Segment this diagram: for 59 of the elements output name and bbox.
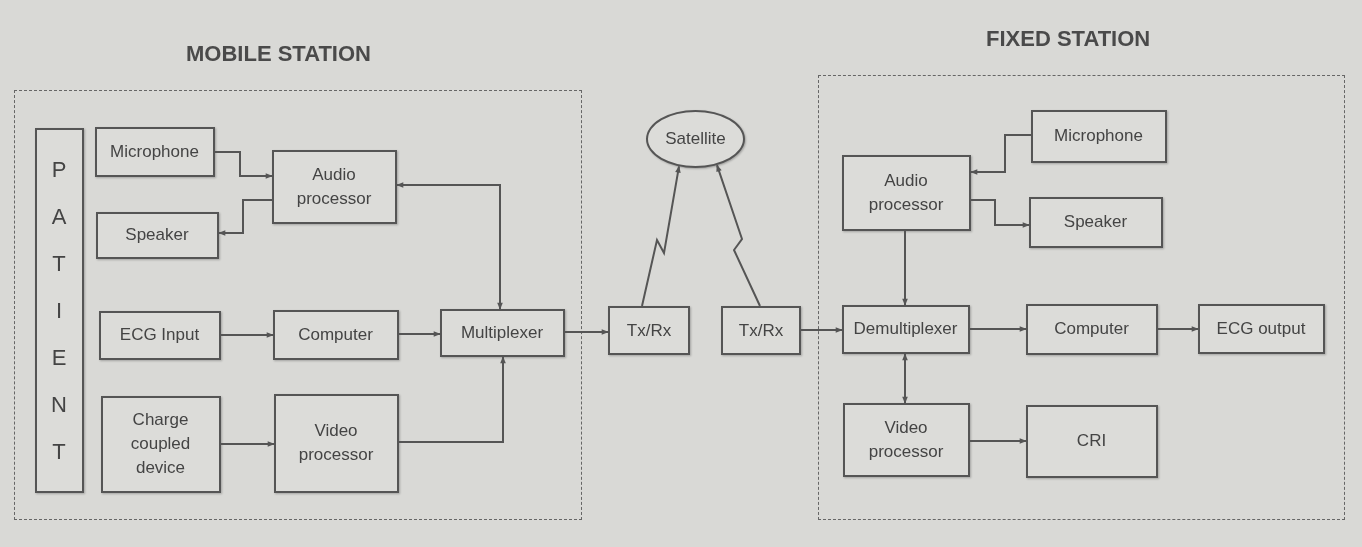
arrow (800, 327, 843, 333)
arrow (398, 331, 441, 337)
process-box (841, 154, 971, 231)
block-label: Multiplexer (459, 321, 545, 344)
block-label: Speaker (1062, 211, 1129, 234)
block-label: Tx/Rx (625, 319, 673, 342)
block-label: Microphone (1053, 125, 1144, 148)
block-label: Audio processor (867, 169, 945, 216)
arrow (218, 199, 273, 236)
process-box (272, 309, 399, 360)
process-box (271, 149, 397, 224)
process-box (1025, 404, 1158, 478)
arrow (902, 230, 908, 306)
section-heading: MOBILE STATION (186, 41, 371, 67)
arrow (214, 151, 273, 179)
process-box (1025, 303, 1158, 355)
process-box (1030, 109, 1167, 163)
block-label: Video processor (867, 416, 945, 463)
arrow (564, 329, 609, 335)
arrow (220, 441, 275, 447)
block-label: Computer (1053, 318, 1130, 341)
process-box (721, 306, 801, 355)
process-box (841, 304, 970, 354)
process-box (95, 211, 219, 259)
arrow (970, 134, 1032, 175)
arrow (969, 438, 1027, 444)
vertical-bar-box (34, 127, 84, 493)
block-label: Tx/Rx (737, 319, 785, 342)
process-box (98, 310, 221, 360)
process-box (100, 395, 221, 493)
arrow (641, 165, 681, 307)
vertical-label: PATIENT (51, 155, 67, 466)
block-label: Demultiplexer (852, 318, 959, 341)
process-box (94, 126, 215, 177)
block-label: Charge coupled device (129, 409, 192, 479)
arrow (716, 164, 761, 307)
double-arrow (396, 182, 503, 310)
block-label: ECG Input (118, 324, 201, 347)
arrow (398, 356, 506, 443)
process-box (439, 308, 565, 357)
block-label: Audio processor (295, 163, 373, 210)
process-box (608, 306, 690, 355)
arrow (220, 332, 274, 338)
process-box (842, 402, 970, 477)
section-heading: FIXED STATION (986, 26, 1151, 52)
block-label: Speaker (124, 224, 190, 247)
arrow (1157, 326, 1199, 332)
process-box (1028, 196, 1163, 248)
block-label: ECG output (1215, 317, 1307, 340)
arrow (970, 199, 1030, 228)
block-label: Microphone (109, 140, 200, 163)
block-label: Video processor (297, 420, 375, 466)
block-label: Satellite (664, 128, 727, 151)
arrow (969, 326, 1027, 332)
process-box (1197, 303, 1325, 354)
block-label: CRI (1075, 430, 1108, 453)
double-arrow (902, 353, 908, 404)
process-box (273, 393, 399, 493)
block-label: Computer (297, 323, 374, 346)
